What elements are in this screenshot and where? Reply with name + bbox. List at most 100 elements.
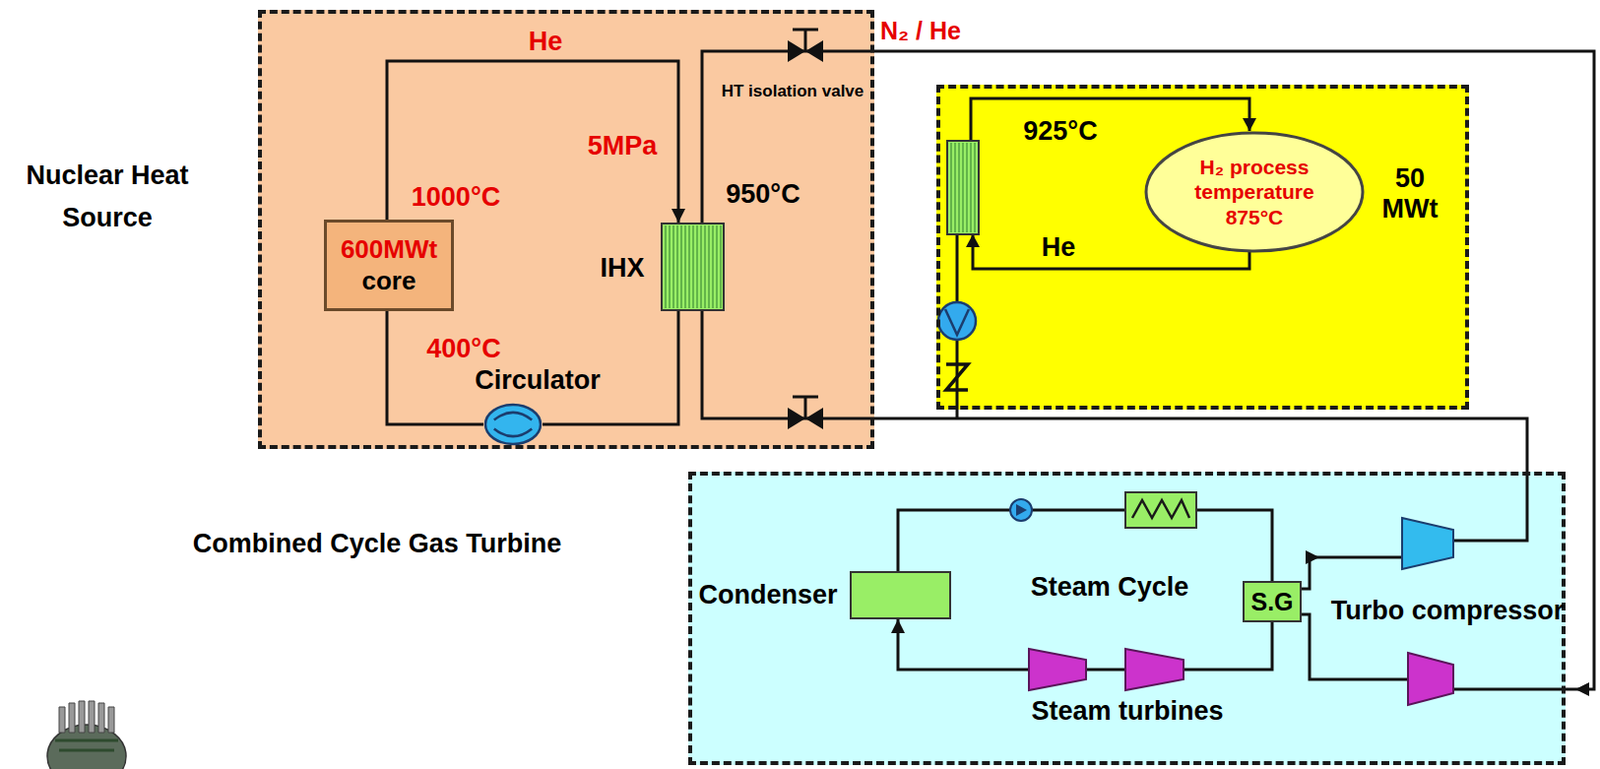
ellipse-outline: [1146, 132, 1363, 252]
edge-label: He: [528, 25, 564, 58]
text-holder: Nuclear Heat Source: [0, 154, 221, 240]
annotation-label: 950°C: [725, 178, 800, 210]
valve-symbol: [805, 407, 824, 430]
check-valve-symbol: [946, 364, 968, 390]
node-outline: [660, 222, 725, 312]
pipe-connector: [897, 510, 1273, 581]
arrow-head: [965, 234, 980, 248]
circulator-blades: [494, 412, 532, 437]
node-outline: [483, 402, 543, 447]
arrow-head: [671, 208, 686, 223]
steam-turbine-symbol: [1125, 648, 1184, 691]
annotation-label: 925°C: [1023, 115, 1097, 147]
node-text: Turbo compressor: [1331, 594, 1565, 627]
heat-exchanger-box: IHX: [660, 222, 725, 312]
text-holder: 50 MWt: [1375, 163, 1445, 225]
steam-turbine-symbol: [1028, 648, 1087, 691]
node-text: Nuclear Heat Source: [0, 154, 221, 240]
valve-handle: [792, 29, 819, 52]
valve-symbol: [787, 407, 806, 430]
text-holder: 400°C: [426, 332, 501, 365]
steam-generator-box: S.G: [1242, 580, 1302, 623]
annotation-label: Steam Cycle: [1030, 571, 1190, 603]
heat-exchanger: [947, 140, 979, 235]
text-holder: IHX: [600, 252, 645, 284]
stub-line: [1453, 688, 1576, 692]
arrow-head: [891, 619, 905, 634]
annotation-label: He: [1041, 231, 1077, 263]
stub-line: [1319, 556, 1403, 560]
ccgt-region-fill: [688, 471, 1566, 766]
nuclear-region-fill: [257, 9, 875, 449]
reactor-illustration: [59, 701, 115, 733]
annotation-label: 1000°C: [411, 181, 501, 213]
text-holder: 5MPa: [587, 129, 658, 162]
pipe-line: [386, 311, 484, 425]
node-text: Circulator: [474, 364, 601, 396]
feed-pump-symbol: [1016, 504, 1027, 516]
pipe-connector: [386, 61, 686, 223]
pump-symbol: [938, 302, 976, 340]
annotation-label: Steam turbines: [1030, 695, 1223, 727]
pipe-connector: [386, 311, 484, 425]
pump-symbol: [945, 309, 969, 335]
node-text: 600MWt: [340, 234, 438, 265]
heat-exchanger-stripes: [665, 225, 721, 309]
text-holder: He: [528, 25, 564, 58]
process-loop-line: [970, 98, 1250, 141]
arrow-head: [1242, 118, 1257, 131]
arrow-head: [1575, 682, 1590, 697]
core-box: 600MWtcore: [323, 219, 454, 312]
text-holder: 950°C: [725, 178, 800, 210]
node-text: Combined Cycle Gas Turbine: [192, 527, 563, 560]
node-text: S.G: [1250, 586, 1293, 617]
text-holder: N₂ / He: [880, 15, 961, 46]
node-subtext: 875°C: [1225, 204, 1284, 230]
compressor-symbol: [1402, 517, 1454, 570]
valve-handle: [792, 396, 819, 419]
heat-exchanger-stripes: [951, 142, 975, 233]
turbo-compressor-group: Turbo compressor: [1319, 512, 1576, 711]
process-ellipse: H₂ process temperature875°C: [1144, 130, 1365, 254]
pipe-line: [1301, 557, 1320, 589]
valve-symbol: [787, 40, 806, 63]
pipe-connector: [702, 311, 1528, 512]
valve-symbol: [805, 40, 824, 63]
text-holder: Combined Cycle Gas Turbine: [192, 527, 563, 560]
annotation-label: HT isolation valve: [721, 81, 865, 102]
circulator-body: [485, 404, 541, 445]
text-holder: Steam turbines: [1030, 695, 1223, 727]
hydrogen-region-fill: [936, 84, 1470, 410]
text-holder: HT isolation valve: [721, 81, 865, 102]
arrow-head: [1305, 550, 1320, 565]
text-holder: Steam Cycle: [1030, 571, 1190, 603]
gas-turbine-symbol: [1408, 652, 1454, 705]
feed-pump-symbol: [1010, 499, 1032, 521]
node-text: Condenser: [698, 578, 837, 611]
stub-line: [1453, 512, 1528, 541]
pipe-line: [702, 311, 1528, 512]
pipe-line: [386, 61, 679, 223]
pipe-line: [1301, 614, 1320, 680]
node-text: IHX: [600, 252, 645, 284]
circulator-symbol: Circulator: [483, 402, 543, 447]
text-holder: He: [1041, 231, 1077, 263]
node-text: 50 MWt: [1375, 163, 1445, 225]
pipe-connector: [1301, 550, 1320, 589]
stub-line: [1319, 678, 1408, 682]
node-text: H₂ process temperature: [1170, 154, 1339, 204]
reactor-illustration: [55, 740, 119, 751]
heater-coil: [1132, 500, 1190, 518]
node-subtext: core: [362, 265, 417, 297]
system-region: H₂ process temperature875°C50 MWt: [936, 84, 1470, 410]
annotation-label: 400°C: [426, 332, 501, 365]
heater-symbol: [1125, 492, 1197, 528]
condenser-box: Condenser: [849, 571, 952, 620]
text-holder: 925°C: [1023, 115, 1097, 147]
pipe-connector: [1301, 614, 1320, 680]
annotation-label: 5MPa: [587, 129, 658, 162]
